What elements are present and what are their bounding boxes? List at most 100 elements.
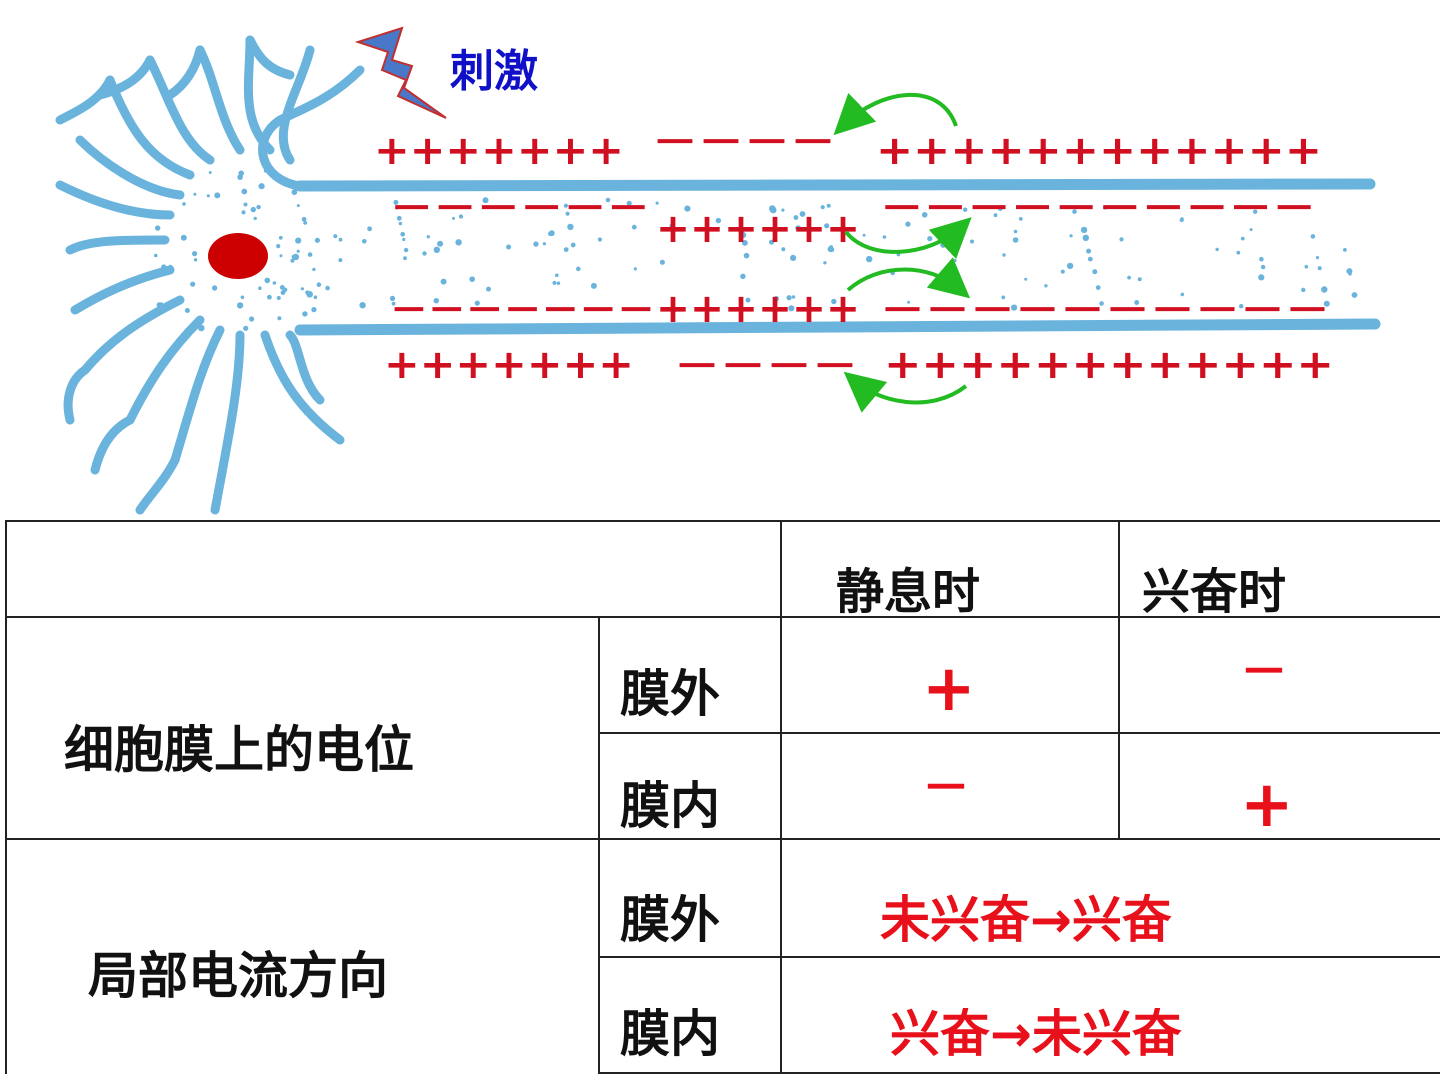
cytoplasm-dot xyxy=(1134,300,1140,305)
cytoplasm-dot xyxy=(631,224,637,230)
cytoplasm-dot xyxy=(253,216,257,221)
cytoplasm-dot xyxy=(258,183,265,190)
cytoplasm-dot xyxy=(433,298,439,304)
charges-top-inner-mid: ++++++ xyxy=(656,206,860,252)
cytoplasm-dot xyxy=(296,204,300,208)
cytoplasm-dot xyxy=(826,203,831,208)
cytoplasm-dot xyxy=(597,237,603,242)
cytoplasm-dot xyxy=(671,306,678,313)
charges-top-outer-right: ++++++++++++ xyxy=(876,128,1322,174)
cytoplasm-dot xyxy=(1343,248,1347,252)
cytoplasm-dot xyxy=(206,194,210,198)
cytoplasm-dot xyxy=(1258,274,1265,281)
charges-bottom-inner-left: －－－－－－－ xyxy=(390,288,655,334)
cytoplasm-dot xyxy=(1087,256,1093,262)
cytoplasm-dot xyxy=(769,239,774,245)
row2-outer-direction: 未兴奋→兴奋 xyxy=(880,891,1172,949)
cytoplasm-dot xyxy=(633,267,637,271)
cytoplasm-dot xyxy=(1236,250,1241,255)
cytoplasm-dot xyxy=(437,240,444,247)
cytoplasm-dot xyxy=(556,281,561,285)
cytoplasm-dot xyxy=(367,226,372,232)
row1-outer-excited: － xyxy=(1240,644,1289,700)
cytoplasm-dot xyxy=(279,254,283,258)
cytoplasm-dot xyxy=(393,199,399,205)
cytoplasm-dot xyxy=(1351,292,1358,298)
axon-membrane-top xyxy=(294,178,1376,192)
cytoplasm-dot xyxy=(1080,226,1088,234)
cytoplasm-dot xyxy=(769,205,776,212)
cytoplasm-dot xyxy=(1304,264,1309,269)
cytoplasm-dots xyxy=(153,169,1358,332)
charges-bottom-inner-mid: ++++++ xyxy=(656,286,860,332)
cytoplasm-dot xyxy=(486,286,491,292)
cytoplasm-dot xyxy=(684,205,691,212)
charges-top-inner-left: －－－－－－ xyxy=(390,186,650,232)
cytoplasm-dot xyxy=(433,246,440,253)
cytoplasm-dot xyxy=(277,316,282,321)
cytoplasm-dot xyxy=(316,282,322,288)
lightning-icon xyxy=(354,26,447,119)
cytoplasm-dot xyxy=(993,213,998,218)
cytoplasm-dot xyxy=(458,214,464,219)
cytoplasm-dot xyxy=(1348,272,1352,276)
cytoplasm-dot xyxy=(440,278,447,285)
cytoplasm-dot xyxy=(292,253,300,261)
cytoplasm-dot xyxy=(300,287,304,291)
cytoplasm-dot xyxy=(1024,277,1028,281)
cytoplasm-dot xyxy=(669,223,676,229)
cytoplasm-dot xyxy=(740,273,746,279)
cytoplasm-dot xyxy=(193,192,197,196)
cytoplasm-dot xyxy=(659,259,665,265)
cytoplasm-dot xyxy=(1044,284,1048,288)
cytoplasm-dot xyxy=(312,267,316,272)
cytoplasm-dot xyxy=(1011,304,1018,311)
cytoplasm-dot xyxy=(258,286,262,291)
cytoplasm-dot xyxy=(1179,217,1184,223)
cytoplasm-dot xyxy=(240,295,245,300)
cytoplasm-dot xyxy=(153,253,158,258)
cytoplasm-dot xyxy=(193,258,198,262)
cytoplasm-dot xyxy=(455,239,462,246)
cytoplasm-dot xyxy=(970,239,974,244)
cytoplasm-dot xyxy=(1239,304,1244,309)
cytoplasm-dot xyxy=(786,295,792,301)
row1-inner-excited: + xyxy=(1240,768,1294,842)
cytoplasm-dot xyxy=(552,280,557,285)
current-arrow-top-inner xyxy=(844,217,972,259)
cytoplasm-dot xyxy=(655,201,659,205)
cytoplasm-dot xyxy=(396,215,402,221)
cytoplasm-dot xyxy=(542,242,547,246)
cytoplasm-dot xyxy=(426,235,430,239)
cytoplasm-dot xyxy=(168,264,173,270)
cytoplasm-dot xyxy=(389,295,396,301)
cytoplasm-dot xyxy=(263,169,268,173)
cytoplasm-dot xyxy=(400,231,406,237)
cytoplasm-dot xyxy=(788,305,795,312)
cytoplasm-dot xyxy=(362,239,367,244)
cytoplasm-dot xyxy=(190,281,196,287)
cytoplasm-dot xyxy=(831,298,837,305)
nucleus xyxy=(208,233,268,279)
cytoplasm-dot xyxy=(1310,234,1316,239)
cytoplasm-dot xyxy=(276,296,281,300)
cytoplasm-dot xyxy=(829,247,835,253)
cytoplasm-dot xyxy=(882,235,887,239)
cytoplasm-dot xyxy=(773,296,779,302)
cytoplasm-dot xyxy=(997,206,1003,212)
cytoplasm-dot xyxy=(243,202,248,207)
cytoplasm-dot xyxy=(249,316,255,322)
charges-top-outer-left: +++++++ xyxy=(374,128,624,174)
cytoplasm-dot xyxy=(781,247,786,252)
cytoplasm-dot xyxy=(338,258,343,263)
axon-membrane-bottom xyxy=(294,318,1381,336)
cytoplasm-dot xyxy=(790,254,797,261)
row-label-local-current: 局部电流方向 xyxy=(88,947,388,1005)
cytoplasm-dot xyxy=(474,300,480,306)
cytoplasm-dot xyxy=(302,311,308,317)
cytoplasm-dot xyxy=(1001,295,1006,300)
cytoplasm-dot xyxy=(267,294,272,300)
charges-bottom-outer-left: +++++++ xyxy=(384,342,634,388)
cytoplasm-dot xyxy=(156,302,163,308)
cytoplasm-dot xyxy=(506,244,512,250)
